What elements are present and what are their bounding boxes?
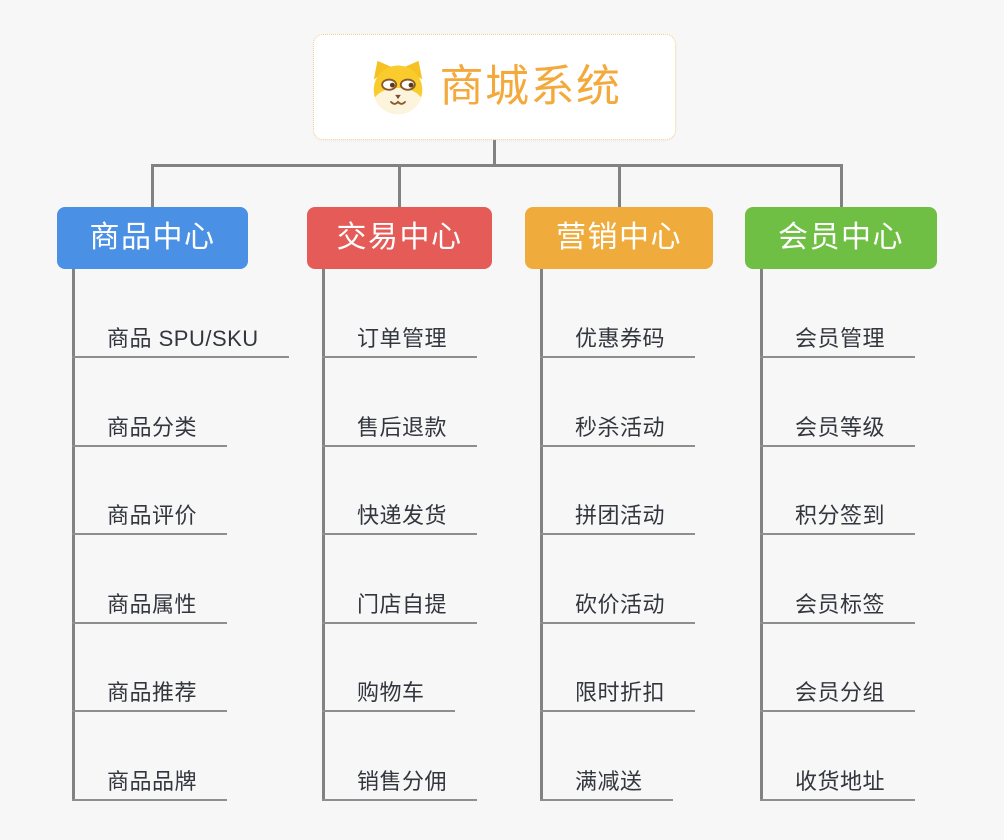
leaf-node[interactable]: 售后退款: [322, 407, 478, 447]
branch-label: 营销中心: [556, 221, 682, 254]
leaf-label: 商品推荐: [107, 679, 198, 705]
leaf-label: 拼团活动: [575, 502, 666, 528]
leaf-node[interactable]: 拼团活动: [540, 495, 696, 535]
leaf-node[interactable]: 订单管理: [322, 318, 478, 358]
leaf-label: 销售分佣: [357, 768, 448, 794]
branch-node-3[interactable]: 营销中心: [525, 207, 713, 269]
connector-trunk-3: [540, 269, 543, 801]
leaf-label: 秒杀活动: [575, 414, 666, 440]
leaf-label: 快递发货: [357, 502, 448, 528]
leaf-label: 积分签到: [795, 502, 886, 528]
leaf-label: 商品属性: [107, 591, 198, 617]
leaf-label: 订单管理: [357, 325, 448, 351]
leaf-label: 会员管理: [795, 325, 886, 351]
leaf-node[interactable]: 商品属性: [72, 584, 228, 624]
dog-face-icon: [368, 59, 428, 115]
leaf-node[interactable]: 收货地址: [760, 761, 916, 801]
connector-horizontal-bar: [151, 164, 843, 167]
leaf-label: 商品品牌: [107, 768, 198, 794]
leaf-node[interactable]: 会员分组: [760, 672, 916, 712]
root-node[interactable]: 商城系统: [313, 34, 676, 140]
branch-label: 会员中心: [778, 221, 904, 254]
leaf-label: 商品 SPU/SKU: [107, 325, 259, 351]
leaf-label: 购物车: [357, 679, 425, 705]
connector-root-stub: [493, 140, 496, 167]
connector-trunk-2: [322, 269, 325, 801]
leaf-node[interactable]: 销售分佣: [322, 761, 478, 801]
leaf-label: 砍价活动: [575, 591, 666, 617]
connector-trunk-4: [760, 269, 763, 801]
connector-branch-drop-4: [839, 164, 843, 207]
connector-branch-drop-2: [398, 164, 401, 207]
leaf-node[interactable]: 会员标签: [760, 584, 916, 624]
leaf-label: 满减送: [575, 768, 643, 794]
leaf-node[interactable]: 门店自提: [322, 584, 478, 624]
connector-branch-drop-1: [151, 164, 154, 207]
leaf-label: 收货地址: [795, 768, 886, 794]
branch-node-2[interactable]: 交易中心: [307, 207, 492, 269]
leaf-label: 限时折扣: [575, 679, 666, 705]
leaf-label: 售后退款: [357, 414, 448, 440]
connector-trunk-1: [72, 269, 75, 801]
branch-node-1[interactable]: 商品中心: [57, 207, 248, 269]
leaf-node[interactable]: 商品评价: [72, 495, 228, 535]
branch-node-4[interactable]: 会员中心: [745, 207, 937, 269]
leaf-label: 商品评价: [107, 502, 198, 528]
leaf-label: 优惠券码: [575, 325, 666, 351]
leaf-node[interactable]: 购物车: [322, 672, 455, 712]
leaf-node[interactable]: 积分签到: [760, 495, 916, 535]
leaf-node[interactable]: 秒杀活动: [540, 407, 696, 447]
branch-label: 商品中心: [89, 221, 216, 254]
leaf-label: 会员分组: [795, 679, 886, 705]
leaf-label: 会员标签: [795, 591, 886, 617]
leaf-node[interactable]: 商品推荐: [72, 672, 228, 712]
leaf-node[interactable]: 商品分类: [72, 407, 228, 447]
branch-label: 交易中心: [336, 221, 463, 254]
leaf-node[interactable]: 会员等级: [760, 407, 916, 447]
leaf-label: 会员等级: [795, 414, 886, 440]
leaf-node[interactable]: 商品 SPU/SKU: [72, 318, 289, 358]
leaf-label: 商品分类: [107, 414, 198, 440]
leaf-node[interactable]: 会员管理: [760, 318, 916, 358]
leaf-node[interactable]: 满减送: [540, 761, 673, 801]
connector-branch-drop-3: [617, 164, 621, 207]
leaf-node[interactable]: 优惠券码: [540, 318, 696, 358]
leaf-node[interactable]: 限时折扣: [540, 672, 696, 712]
leaf-node[interactable]: 商品品牌: [72, 761, 228, 801]
leaf-label: 门店自提: [357, 591, 448, 617]
leaf-node[interactable]: 快递发货: [322, 495, 478, 535]
root-title: 商城系统: [439, 62, 622, 111]
leaf-node[interactable]: 砍价活动: [540, 584, 696, 624]
